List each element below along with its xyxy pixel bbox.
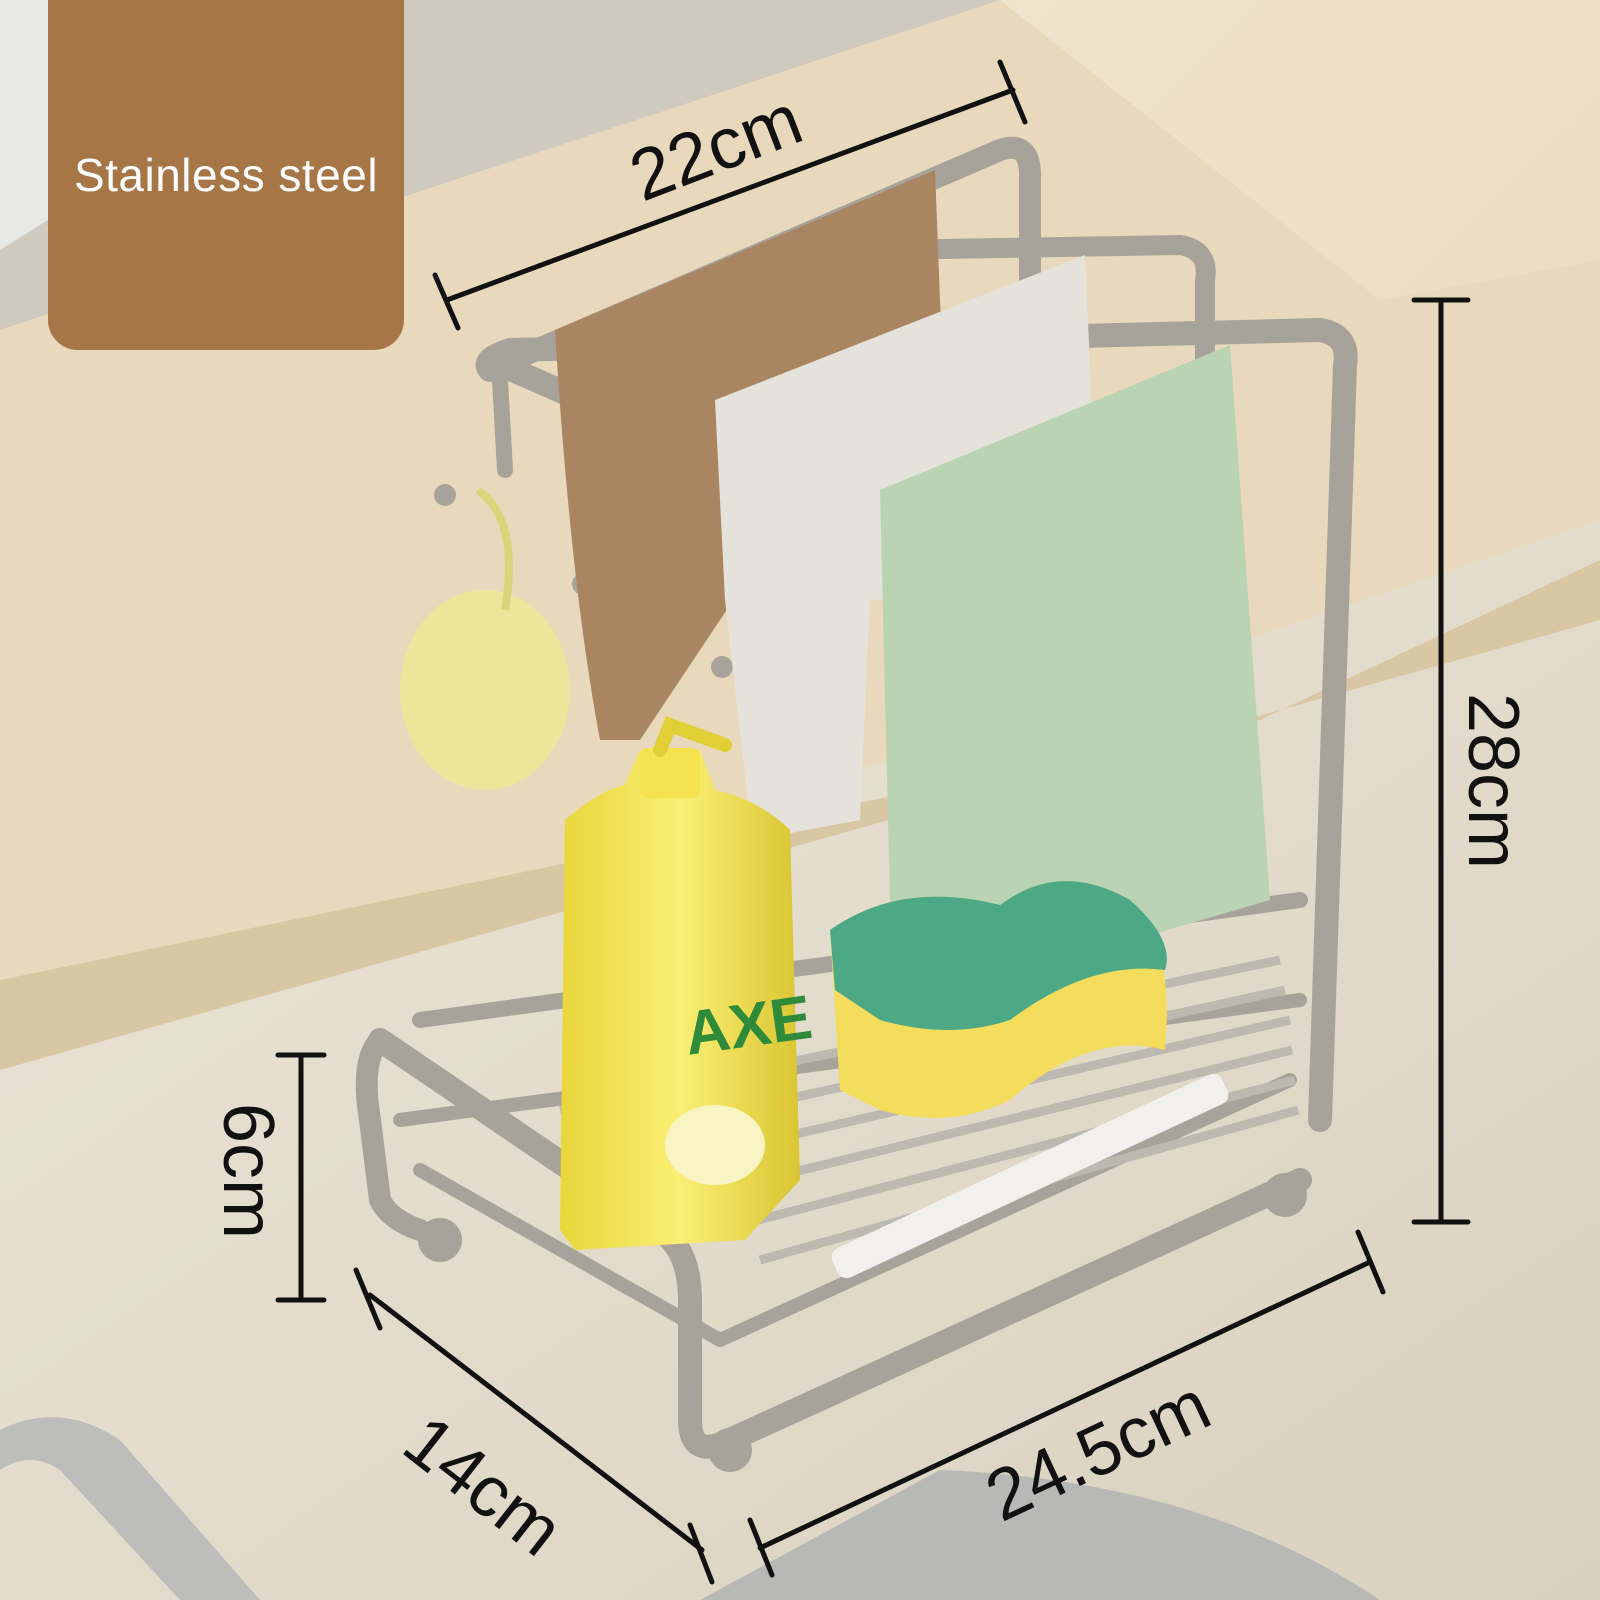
- rack-foot: [418, 1218, 462, 1262]
- faucet: [0, 1417, 260, 1600]
- steel-rack: [355, 136, 1358, 1459]
- dimension-height-label: 28cm: [1453, 692, 1534, 870]
- sink: [700, 1470, 1380, 1600]
- drip-tray-lip: [831, 1073, 1229, 1279]
- material-badge-text: Stainless steel: [73, 149, 379, 201]
- towel-green: [880, 345, 1270, 960]
- bottle-lemon-graphic: [665, 1105, 765, 1185]
- bottle-nozzle: [653, 716, 732, 757]
- dimension-lines: [275, 59, 1471, 1585]
- dimension-base-height-label: 6cm: [208, 1102, 289, 1240]
- rack-foot: [708, 1428, 752, 1472]
- sponge-green: [830, 881, 1167, 1030]
- loofah-cord: [475, 486, 513, 611]
- bottle-pump: [640, 748, 700, 798]
- material-badge: Stainless steel: [48, 0, 404, 350]
- loofah-sponge: [400, 590, 570, 790]
- rack-foot: [1263, 1173, 1307, 1217]
